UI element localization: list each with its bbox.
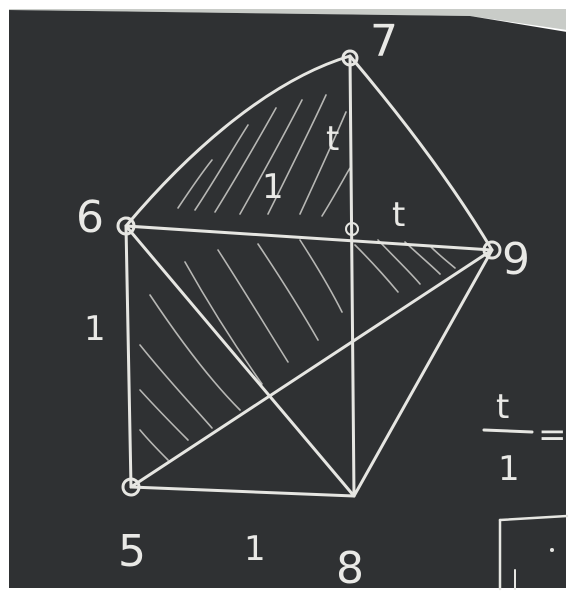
edge-6-9 [124, 224, 494, 252]
fraction-denominator: 1 [498, 449, 520, 489]
wall-strip [8, 8, 567, 30]
label-vertex-7: 7 [370, 16, 398, 67]
label-vertex-8: 8 [336, 543, 364, 594]
edge-6-8 [124, 224, 356, 498]
label-one-bottom: 1 [244, 529, 266, 569]
chalkboard-surface [8, 10, 567, 589]
label-t-vertical: t [326, 119, 339, 159]
fraction-bar [482, 428, 534, 434]
edge-9-5 [129, 248, 494, 489]
vertex-7 [341, 49, 359, 67]
edge-6-7 [124, 54, 352, 228]
label-vertex-9: 9 [502, 234, 530, 285]
edge-9-8 [352, 248, 494, 498]
graph-vertices [116, 49, 502, 497]
label-one-left: 1 [84, 309, 106, 349]
side-note-fraction: t 1 = [482, 387, 567, 489]
fraction-equals: = [538, 415, 567, 455]
label-one-middle: 1 [262, 167, 284, 207]
crossing-point [345, 222, 359, 236]
upper-hatching [177, 94, 351, 217]
edge-6-5 [124, 224, 133, 489]
graph-edges [124, 54, 494, 498]
partial-sketch [498, 514, 569, 591]
fraction-numerator: t [496, 387, 509, 427]
label-vertex-5: 5 [118, 526, 146, 577]
vertex-9 [482, 240, 502, 260]
edge-5-8 [129, 485, 356, 498]
vertex-6 [116, 216, 136, 236]
label-vertex-6: 6 [76, 192, 104, 243]
edge-7-8 [348, 54, 356, 498]
photo-edge [7, 7, 568, 590]
edge-7-9 [348, 54, 494, 252]
vertex-5 [121, 477, 141, 497]
label-t-horizontal: t [392, 195, 405, 235]
